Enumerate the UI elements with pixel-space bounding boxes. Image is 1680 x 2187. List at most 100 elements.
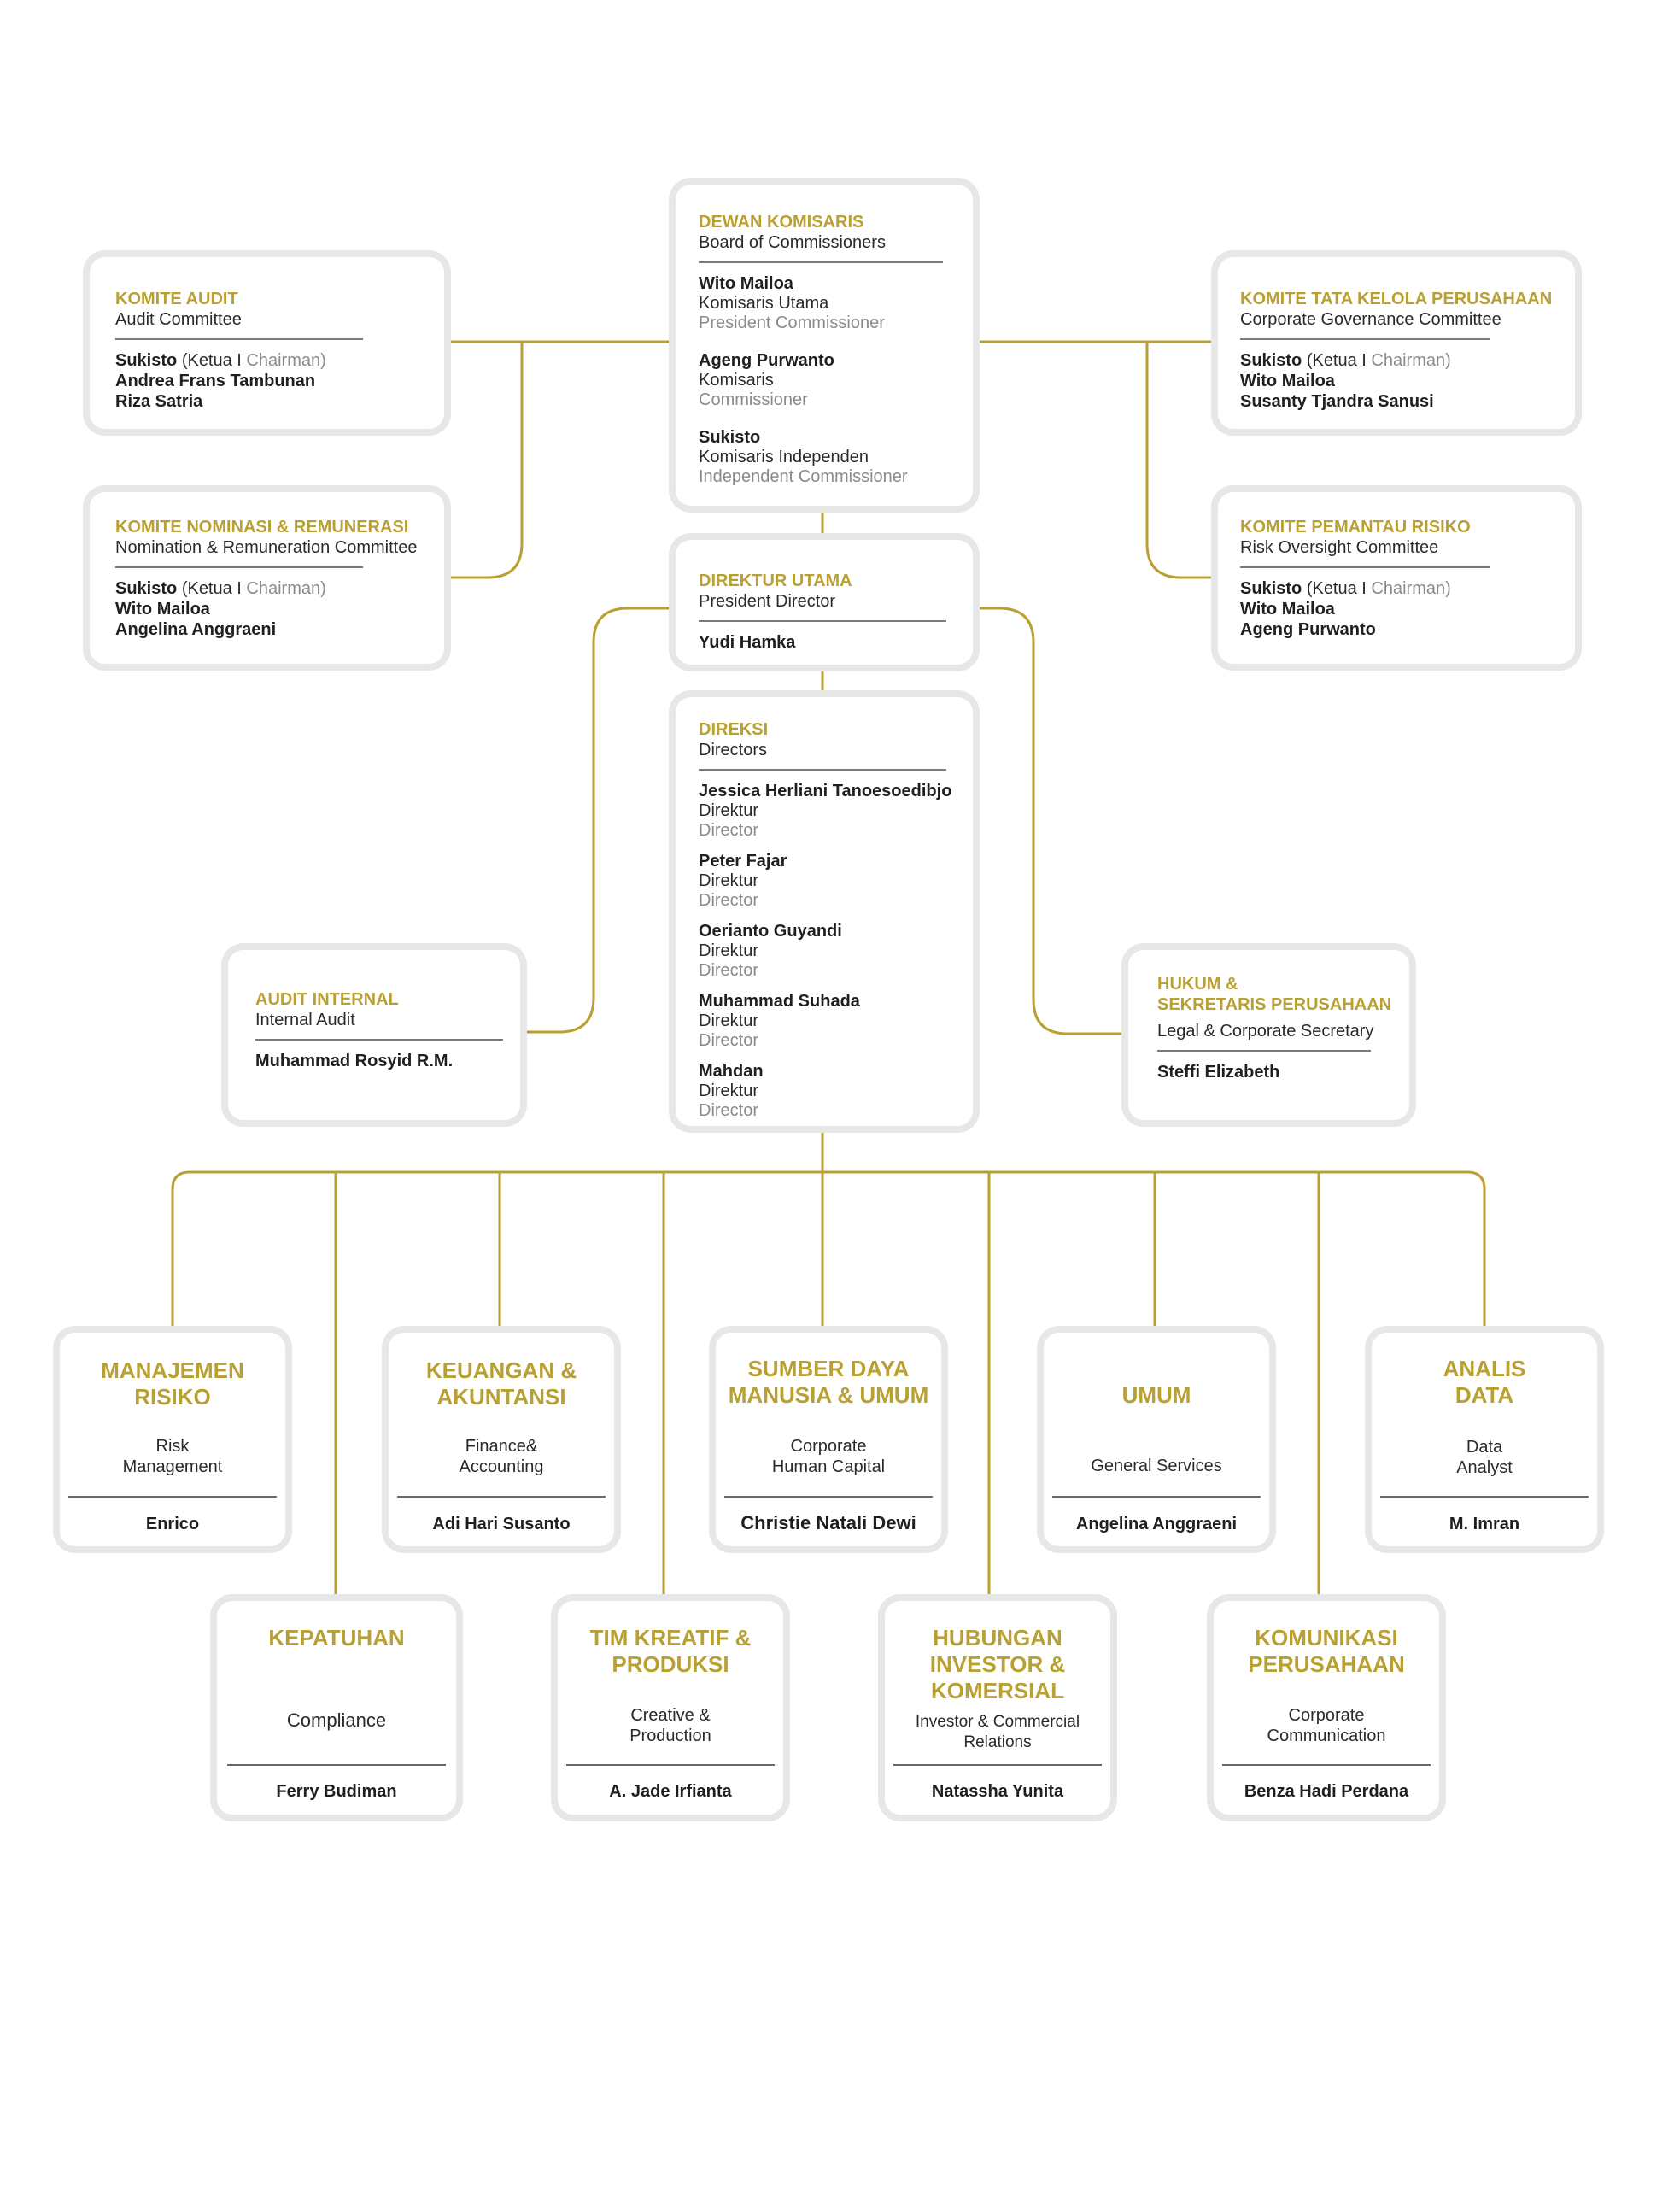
director-entry: Mahdan Direktur Director — [699, 1062, 764, 1120]
audit-committee-divider — [115, 338, 363, 340]
internal-audit-box: AUDIT INTERNAL Internal Audit Muhammad R… — [221, 943, 527, 1127]
dept-head: Adi Hari Susanto — [432, 1515, 571, 1533]
committee-member: Riza Satria — [115, 392, 203, 411]
dept-divider — [227, 1764, 446, 1766]
nomination-committee-title: KOMITE NOMINASI & REMUNERASI — [115, 518, 409, 536]
dept-tim-kreatif: TIM KREATIF & PRODUKSI Creative & Produc… — [551, 1594, 790, 1821]
directors-divider — [699, 769, 946, 771]
dept-hubungan-investor: HUBUNGAN INVESTOR & KOMERSIAL Investor &… — [878, 1594, 1117, 1821]
governance-committee-box: KOMITE TATA KELOLA PERUSAHAAN Corporate … — [1211, 250, 1582, 436]
board-subtitle: Board of Commissioners — [699, 233, 886, 252]
dept-head: Christie Natali Dewi — [740, 1512, 916, 1533]
dept-title: ANALIS DATA — [1443, 1356, 1526, 1408]
dept-subtitle: Corporate Human Capital — [771, 1437, 886, 1476]
legal-divider — [1157, 1050, 1371, 1052]
dept-divider — [566, 1764, 775, 1766]
risk-committee-divider — [1240, 566, 1490, 568]
dept-subtitle: Data Analyst — [1456, 1438, 1513, 1477]
committee-chair: Sukisto (Ketua I Chairman) — [115, 351, 326, 370]
board-member: Ageng Purwanto Komisaris Commissioner — [699, 351, 834, 409]
president-director-divider — [699, 620, 946, 622]
dept-head: Angelina Anggraeni — [1075, 1515, 1238, 1533]
dept-divider — [1052, 1496, 1261, 1498]
governance-committee-title: KOMITE TATA KELOLA PERUSAHAAN — [1240, 290, 1553, 308]
dept-divider — [893, 1764, 1102, 1766]
committee-chair: Sukisto (Ketua I Chairman) — [1240, 579, 1451, 598]
nomination-committee-subtitle: Nomination & Remuneration Committee — [115, 538, 418, 557]
legal-title-line1: HUKUM & — [1157, 975, 1238, 994]
dept-title: MANAJEMEN RISIKO — [101, 1357, 244, 1410]
dept-title: KEPATUHAN — [268, 1625, 405, 1651]
dept-subtitle: Investor & Commercial Relations — [915, 1713, 1080, 1751]
dept-head: Natassha Yunita — [931, 1782, 1064, 1801]
director-entry: Peter Fajar Direktur Director — [699, 852, 787, 910]
line-president-legal — [980, 607, 1121, 1035]
committee-member: Wito Mailoa — [1240, 600, 1335, 619]
governance-committee-subtitle: Corporate Governance Committee — [1240, 310, 1501, 329]
risk-committee-title: KOMITE PEMANTAU RISIKO — [1240, 518, 1471, 536]
legal-name: Steffi Elizabeth — [1157, 1063, 1280, 1082]
dept-umum: UMUM General Services Angelina Anggraeni — [1037, 1326, 1276, 1553]
dept-sumber-daya-manusia: SUMBER DAYA MANUSIA & UMUM Corporate Hum… — [709, 1326, 948, 1553]
committee-member: Angelina Anggraeni — [115, 620, 277, 639]
dept-divider — [1222, 1764, 1431, 1766]
president-director-subtitle: President Director — [699, 592, 836, 611]
dept-divider — [1380, 1496, 1589, 1498]
committee-member: Wito Mailoa — [115, 600, 210, 619]
president-director-name: Yudi Hamka — [699, 633, 796, 652]
president-director-title: DIREKTUR UTAMA — [699, 572, 852, 590]
committee-chair: Sukisto (Ketua I Chairman) — [1240, 351, 1451, 370]
dept-subtitle: Compliance — [286, 1709, 387, 1731]
dept-title: KOMUNIKASI PERUSAHAAN — [1248, 1625, 1405, 1677]
governance-committee-divider — [1240, 338, 1490, 340]
dept-title: HUBUNGAN INVESTOR & KOMERSIAL — [929, 1625, 1066, 1703]
audit-committee-box: KOMITE AUDIT Audit Committee Sukisto (Ke… — [83, 250, 451, 436]
nomination-committee-divider — [115, 566, 363, 568]
committee-chair: Sukisto (Ketua I Chairman) — [115, 579, 326, 598]
directors-subtitle: Directors — [699, 741, 768, 759]
board-of-commissioners-box: DEWAN KOMISARIS Board of Commissioners W… — [669, 178, 980, 513]
internal-audit-subtitle: Internal Audit — [255, 1011, 355, 1029]
dept-divider — [724, 1496, 933, 1498]
line-department-bus — [171, 1170, 1486, 1326]
legal-secretary-box: HUKUM & SEKRETARIS PERUSAHAAN Legal & Co… — [1121, 943, 1416, 1127]
directors-box: DIREKSI Directors Jessica Herliani Tanoe… — [669, 690, 980, 1133]
dept-kepatuhan: KEPATUHAN Compliance Ferry Budiman — [210, 1594, 463, 1821]
director-entry: Oerianto Guyandi Direktur Director — [699, 922, 842, 980]
line-audit-nomination — [451, 342, 524, 579]
dept-title: UMUM — [1121, 1382, 1191, 1408]
internal-audit-name: Muhammad Rosyid R.M. — [255, 1052, 454, 1070]
dept-subtitle: Corporate Communication — [1267, 1706, 1386, 1745]
board-title: DEWAN KOMISARIS — [699, 213, 864, 232]
committee-member: Andrea Frans Tambunan — [115, 372, 316, 390]
internal-audit-title: AUDIT INTERNAL — [255, 990, 399, 1009]
dept-divider — [397, 1496, 606, 1498]
legal-subtitle: Legal & Corporate Secretary — [1157, 1022, 1374, 1041]
dept-subtitle: Finance& Accounting — [459, 1437, 544, 1476]
dept-subtitle: Creative & Production — [629, 1706, 711, 1745]
dept-subtitle: General Services — [1091, 1457, 1222, 1475]
director-entry: Muhammad Suhada Direktur Director — [699, 992, 860, 1050]
committee-member: Susanty Tjandra Sanusi — [1240, 392, 1434, 411]
dept-keuangan-akuntansi: KEUANGAN & AKUNTANSI Finance& Accounting… — [382, 1326, 621, 1553]
dept-title: KEUANGAN & AKUNTANSI — [425, 1357, 577, 1410]
dept-head: Ferry Budiman — [276, 1782, 397, 1801]
dept-head: Benza Hadi Perdana — [1244, 1782, 1409, 1801]
dept-head: A. Jade Irfianta — [609, 1782, 732, 1801]
risk-committee-box: KOMITE PEMANTAU RISIKO Risk Oversight Co… — [1211, 485, 1582, 671]
dept-divider — [68, 1496, 277, 1498]
risk-committee-subtitle: Risk Oversight Committee — [1240, 538, 1439, 557]
dept-manajemen-risiko: MANAJEMEN RISIKO Risk Management Enrico — [53, 1326, 292, 1553]
dept-head: Enrico — [145, 1515, 200, 1533]
dept-subtitle: Risk Management — [122, 1437, 223, 1476]
directors-title: DIREKSI — [699, 720, 769, 739]
board-member: Sukisto Komisaris Independen Independent… — [699, 428, 908, 486]
committee-member: Ageng Purwanto — [1240, 620, 1376, 639]
line-president-internal-audit — [527, 607, 669, 1034]
audit-committee-title: KOMITE AUDIT — [115, 290, 238, 308]
dept-title: TIM KREATIF & PRODUKSI — [589, 1625, 752, 1677]
line-governance-risk — [1145, 342, 1211, 579]
dept-title: SUMBER DAYA MANUSIA & UMUM — [728, 1356, 929, 1408]
audit-committee-subtitle: Audit Committee — [115, 310, 242, 329]
